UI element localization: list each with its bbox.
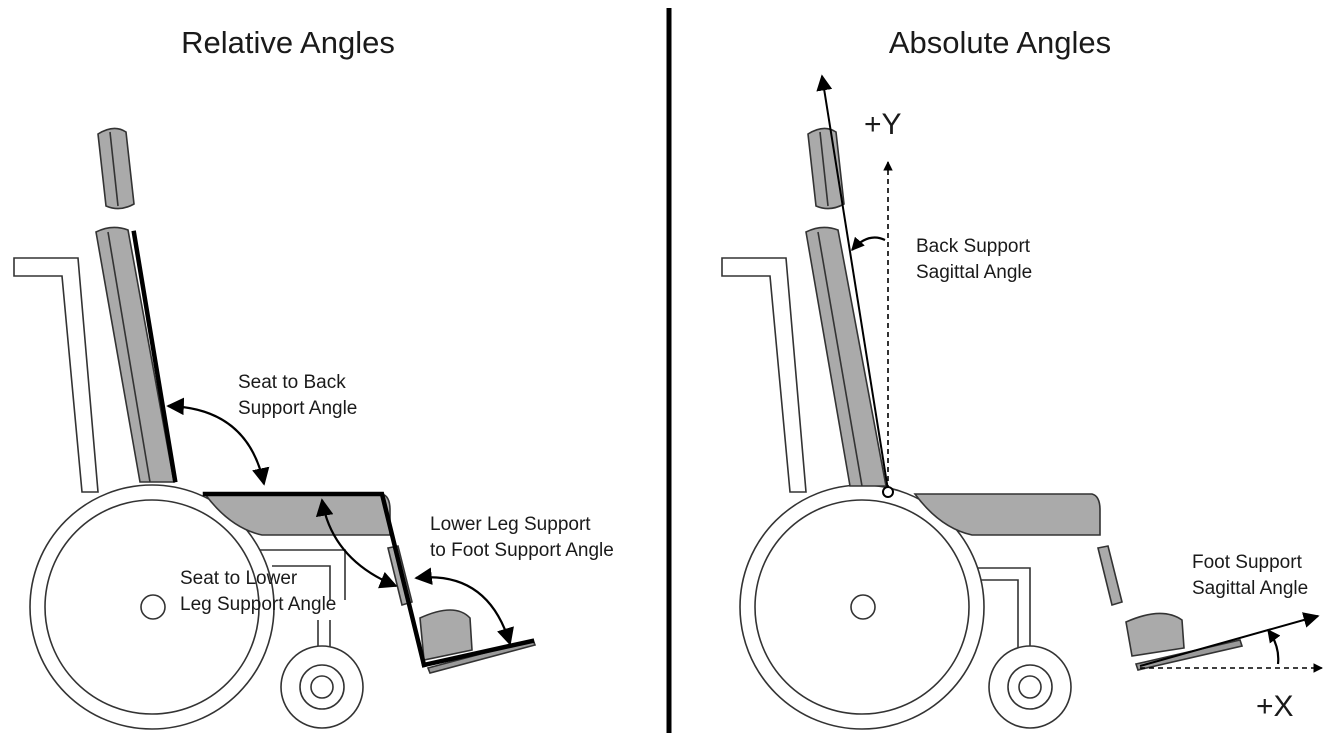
caster-wheel — [988, 645, 1072, 729]
y-axis-label: +Y — [864, 108, 902, 141]
seat-cushion — [913, 493, 1101, 536]
caster-wheel — [280, 645, 364, 729]
leg-foot-angle-arc — [414, 567, 514, 646]
headrest — [97, 127, 135, 210]
seat-leg-angle-arc — [315, 498, 398, 589]
caster-fork — [317, 620, 331, 648]
back-cushion — [805, 226, 887, 487]
foot-sagittal-label: Foot Support Sagittal Angle — [1192, 552, 1308, 599]
pivot-point — [882, 486, 894, 498]
foot-support-line — [421, 638, 535, 668]
rear-wheel — [739, 484, 985, 730]
lower-leg-pad — [1097, 545, 1123, 607]
relative-angles-title: Relative Angles — [181, 25, 395, 60]
back-cushion — [95, 226, 175, 483]
leg-foot-label: Lower Leg Support to Foot Support Angle — [430, 514, 614, 561]
foot-support-axis — [1139, 612, 1320, 667]
headrest — [807, 127, 845, 210]
absolute-angles-title: Absolute Angles — [889, 25, 1111, 60]
right-panel: Absolute Angles +Y — [721, 25, 1323, 730]
back-sagittal-label: Back Support Sagittal Angle — [916, 236, 1035, 283]
push-handle-frame — [721, 257, 807, 493]
foot-pad — [419, 609, 473, 661]
back-support-axis — [816, 74, 889, 491]
seat-back-angle-arc — [166, 397, 270, 486]
back-sagittal-angle-arc — [851, 236, 886, 251]
x-axis-label: +X — [1256, 690, 1294, 723]
foot-pad — [1125, 612, 1185, 657]
lower-frame — [966, 567, 1031, 650]
seat-leg-label: Seat to Lower Leg Support Angle — [180, 568, 336, 615]
rear-wheel — [29, 484, 275, 730]
seat-leg-line — [202, 491, 427, 668]
foot-sagittal-angle-arc — [1267, 628, 1281, 665]
wheel-hub — [140, 594, 166, 620]
seat-back-label: Seat to Back Support Angle — [238, 372, 357, 419]
left-panel: Relative Angles — [13, 25, 614, 730]
wheel-hub — [850, 594, 876, 620]
push-handle-frame — [13, 257, 99, 493]
